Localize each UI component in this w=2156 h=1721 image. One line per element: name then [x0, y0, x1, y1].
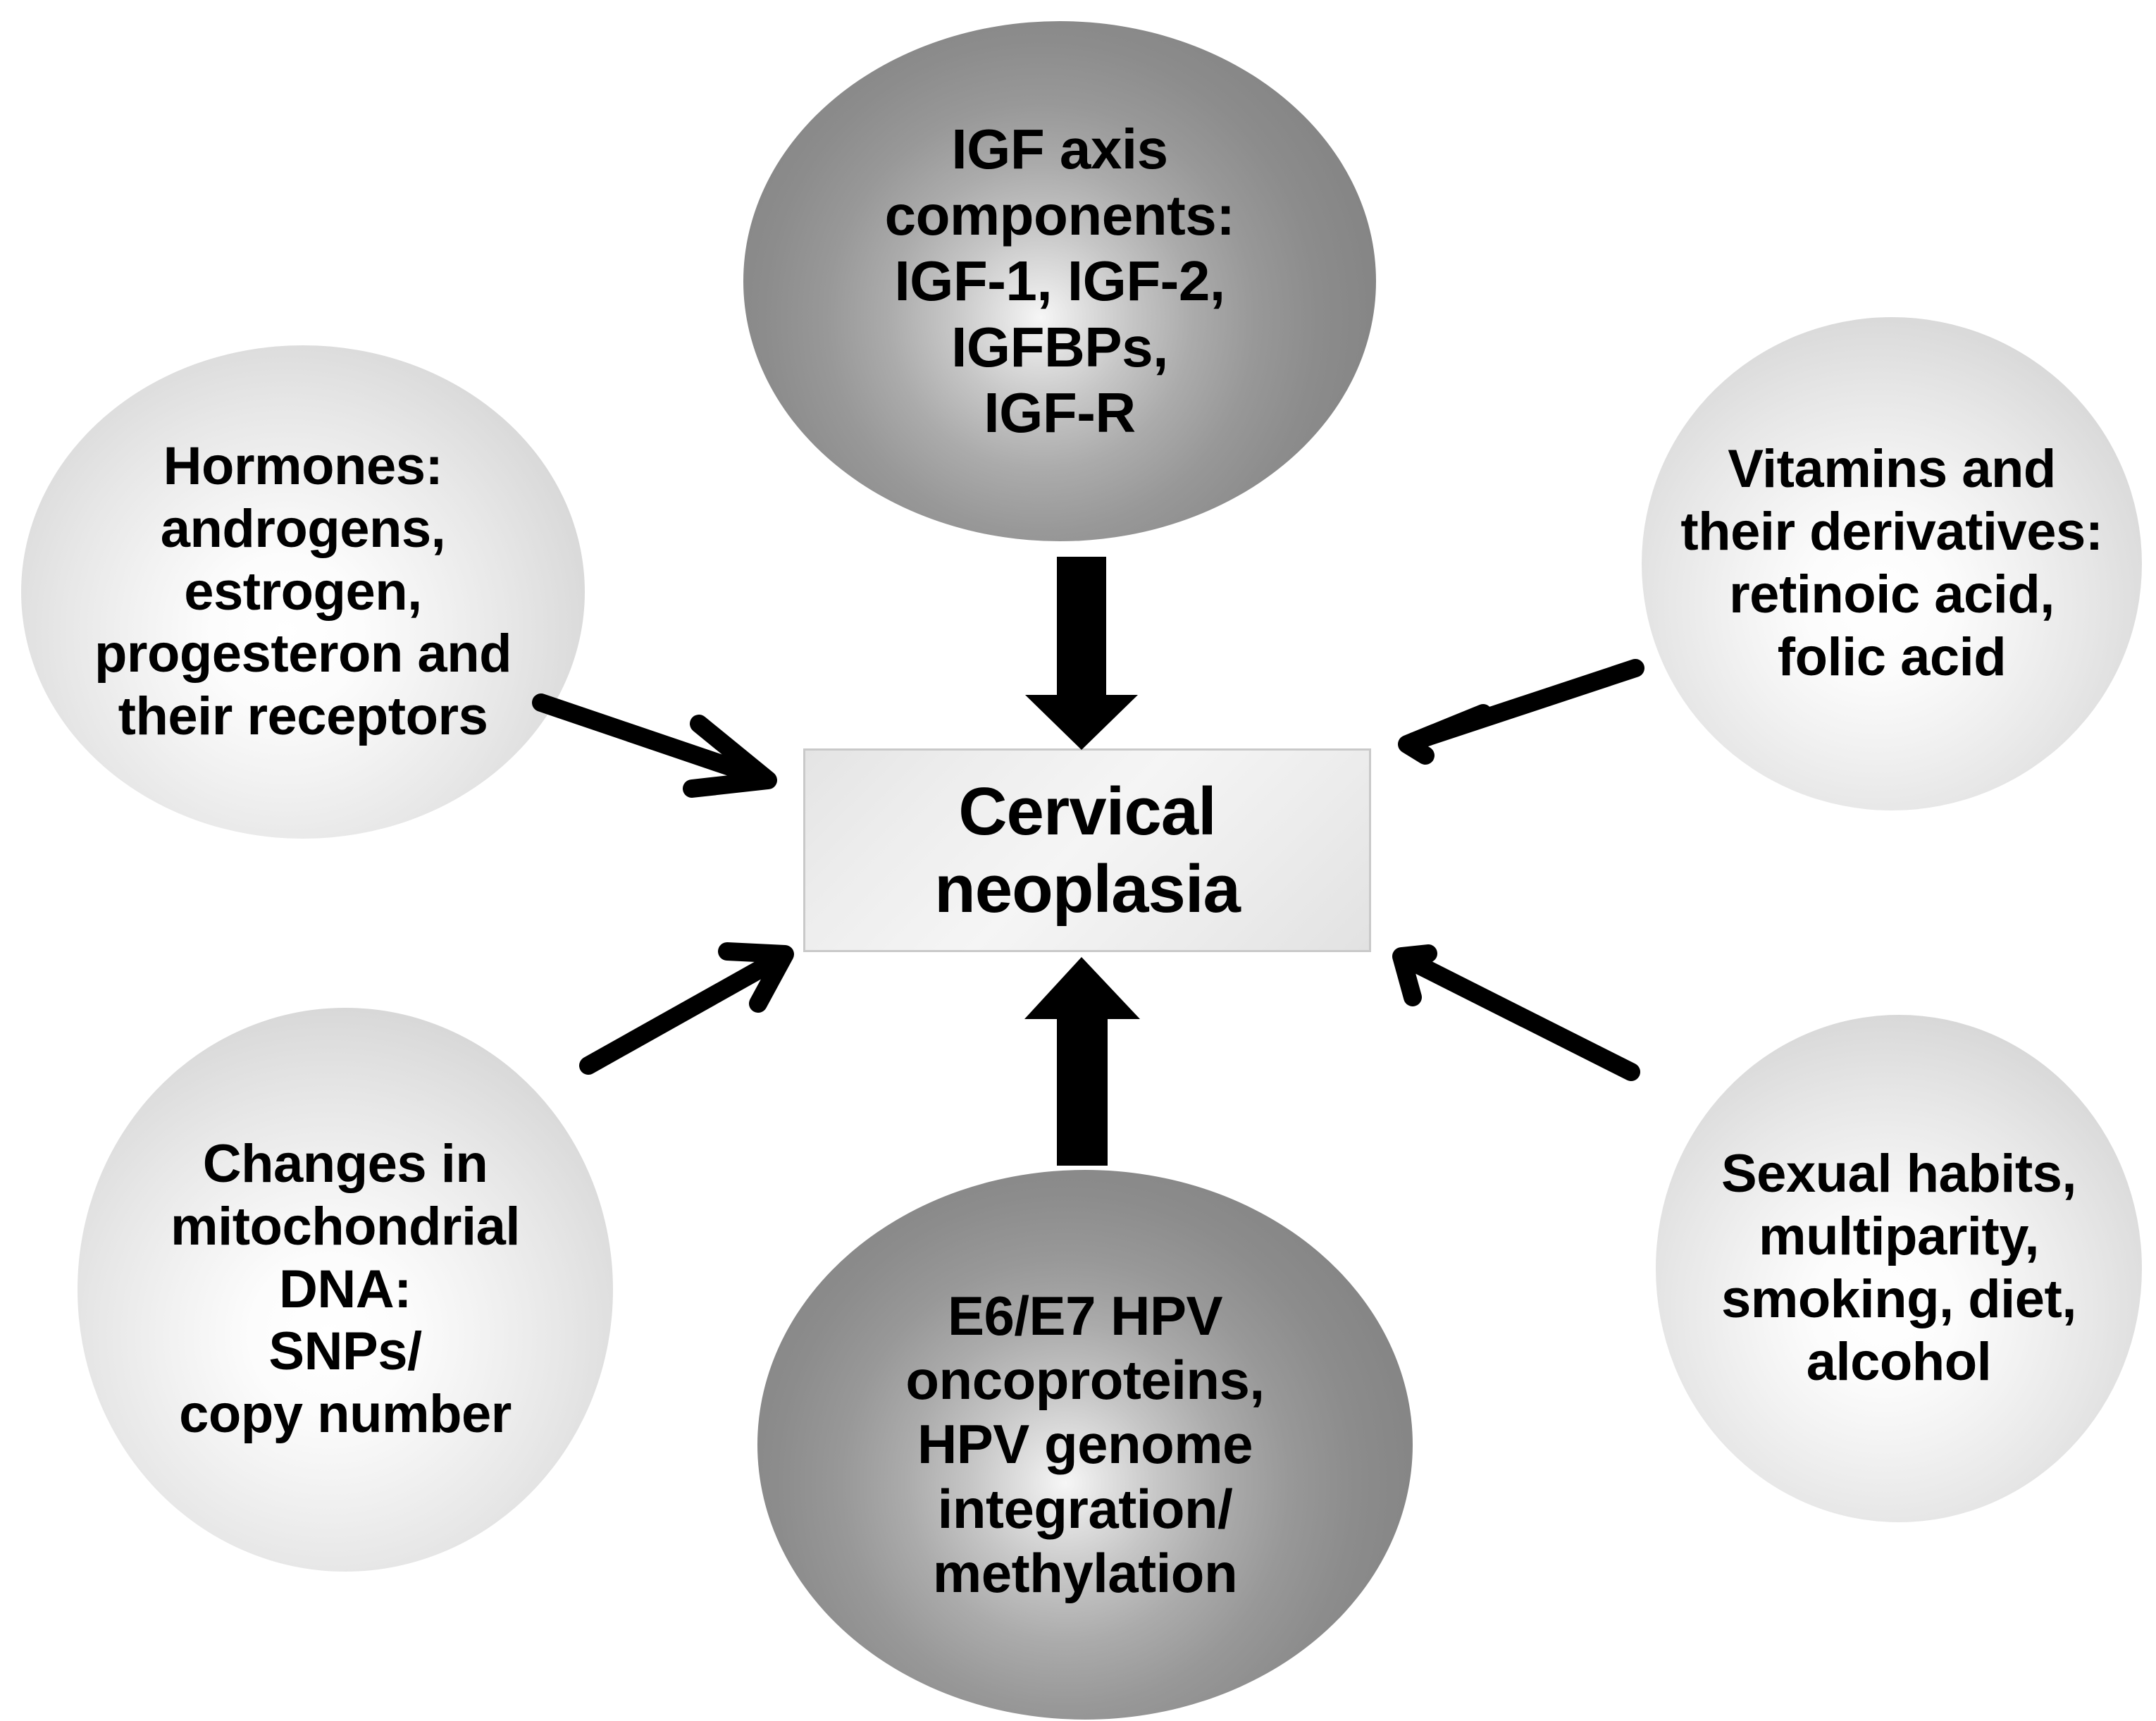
edge-hpv-to-center	[1024, 957, 1140, 1166]
node-vitamins-label: Vitamins and their derivatives: retinoic…	[1680, 439, 2103, 687]
node-hpv-oncoproteins[interactable]: E6/E7 HPV oncoproteins, HPV genome integ…	[757, 1170, 1413, 1720]
node-hormones[interactable]: Hormones: androgens, estrogen, progester…	[21, 345, 585, 839]
edge-lifestyle-to-center	[1392, 944, 1640, 1081]
node-lifestyle[interactable]: Sexual habits, multiparity, smoking, die…	[1656, 1015, 2142, 1522]
node-hpv-oncoproteins-label: E6/E7 HPV oncoproteins, HPV genome integ…	[905, 1284, 1265, 1604]
center-node-cervical-neoplasia[interactable]: Cervical neoplasia	[803, 748, 1371, 952]
node-mitochondrial-dna-label: Changes in mitochondrial DNA: SNPs/ copy…	[171, 1133, 520, 1445]
node-igf-axis-label: IGF axis components: IGF-1, IGF-2, IGFBP…	[884, 118, 1235, 445]
node-lifestyle-label: Sexual habits, multiparity, smoking, die…	[1721, 1144, 2077, 1392]
node-igf-axis[interactable]: IGF axis components: IGF-1, IGF-2, IGFBP…	[743, 21, 1376, 541]
node-mitochondrial-dna[interactable]: Changes in mitochondrial DNA: SNPs/ copy…	[78, 1008, 613, 1572]
node-vitamins[interactable]: Vitamins and their derivatives: retinoic…	[1642, 317, 2142, 810]
edge-igf-to-center	[1025, 557, 1138, 750]
center-node-label: Cervical neoplasia	[934, 774, 1241, 927]
node-hormones-label: Hormones: androgens, estrogen, progester…	[94, 436, 512, 747]
